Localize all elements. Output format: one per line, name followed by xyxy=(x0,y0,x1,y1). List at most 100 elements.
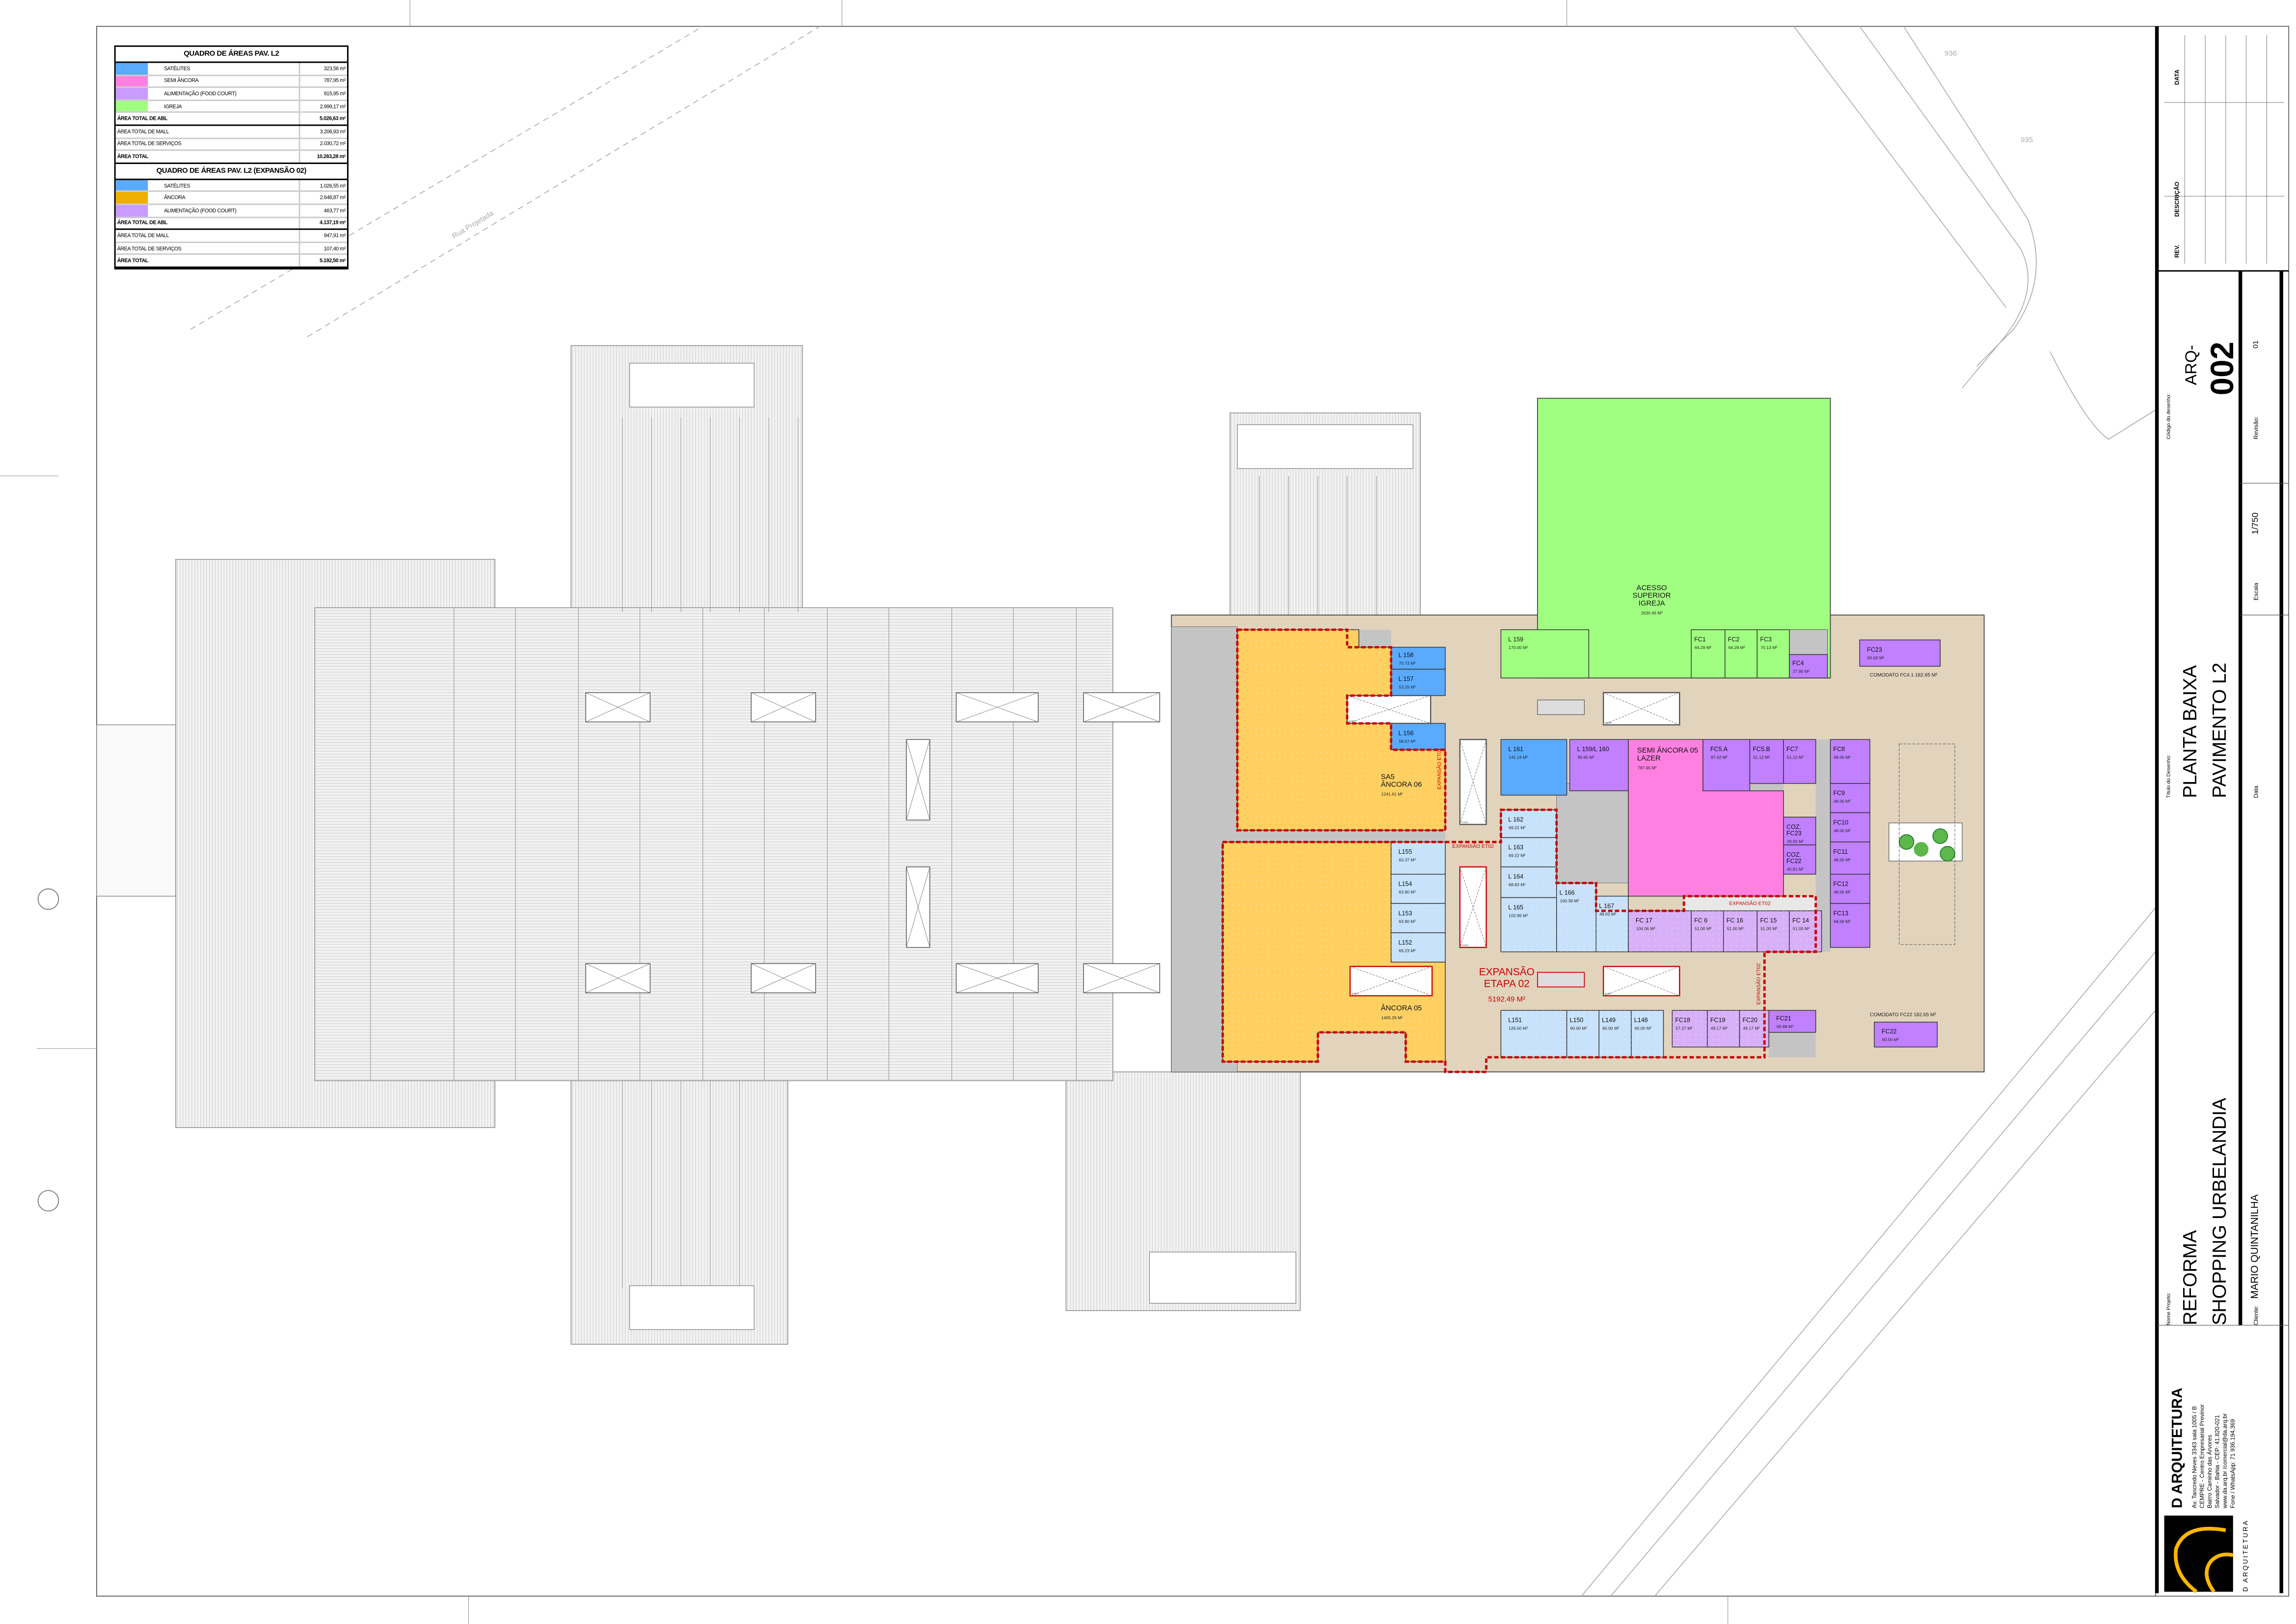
floor-dots xyxy=(1391,933,1446,962)
store-area: 60.00 M² xyxy=(1867,655,1884,660)
firm-logo xyxy=(2164,1516,2234,1594)
project-label: Nome Projeto: xyxy=(2166,1293,2172,1326)
store-name: ÂNCORA 05 xyxy=(1381,1004,1422,1012)
store-area: 48.00 M² xyxy=(1834,858,1850,863)
store-unit[interactable]: FC5.A97.42 M² xyxy=(1702,739,1751,791)
store-area: 97.42 M² xyxy=(1711,755,1728,760)
store-name: L151 xyxy=(1508,1017,1522,1024)
floor-dots xyxy=(1628,911,1692,952)
store-area: 48.00 M² xyxy=(1834,828,1850,833)
store-name: FC 6 xyxy=(1694,917,1707,924)
store-area: 68.00 M² xyxy=(1834,919,1850,924)
store-unit[interactable]: L148 60.00 M² xyxy=(1631,1010,1664,1058)
stair-core xyxy=(1789,629,1828,655)
floor-dots xyxy=(1723,911,1757,952)
contour-label: 935 xyxy=(2021,136,2033,144)
store-name: FC 17 xyxy=(1636,917,1652,924)
legend-title: QUADRO DE ÁREAS PAV. L2 xyxy=(115,47,347,63)
store-area: 60.00 M² xyxy=(1882,1037,1899,1042)
project-name: REFORMA xyxy=(2180,1230,2201,1325)
store-area: 170.00 M² xyxy=(1509,645,1528,650)
store-area: 60.00 M² xyxy=(1635,1026,1651,1031)
drawing-code-label: Código do desenho: xyxy=(2166,394,2172,439)
store-shape xyxy=(1830,739,1870,784)
legend-label: IGREJA xyxy=(162,100,299,113)
store-area: 2630.46 M² xyxy=(1641,610,1663,615)
expansion-tag: EXPANSÃO ET02 xyxy=(1453,843,1494,849)
store-shape xyxy=(1830,812,1870,842)
store-area: 60.00 M² xyxy=(1602,1026,1619,1031)
store-unit[interactable]: FC5.B51.12 M² xyxy=(1749,739,1784,784)
floor-dots xyxy=(1391,874,1446,904)
legend-total-value: 10.263,28 m² xyxy=(298,149,347,164)
store-unit[interactable]: FC 651.00 M² xyxy=(1691,910,1724,952)
store-area: 69.23 M² xyxy=(1399,948,1415,953)
store-name: L 165 xyxy=(1508,904,1523,911)
date-label: Data xyxy=(2252,785,2259,798)
address-line: Av. Tancredo Neves 3343 sala 1005 / B xyxy=(2191,1406,2198,1508)
floor-dots xyxy=(1556,883,1596,952)
store-name: L148 xyxy=(1634,1017,1648,1024)
store-name: L 159/L 160 xyxy=(1577,746,1609,753)
scale-label: Escala xyxy=(2252,583,2259,600)
store-shape xyxy=(1830,873,1870,904)
store-name: SUPERIOR xyxy=(1633,592,1671,600)
store-name: FC22 xyxy=(1786,858,1802,865)
legend-swatch xyxy=(115,87,148,101)
legend-total-label: ÁREA TOTAL DE SERVIÇOS xyxy=(115,137,299,151)
legend-total-label: ÁREA TOTAL DE MALL xyxy=(115,229,299,243)
store-shape xyxy=(1390,723,1446,750)
legend-label: ALIMENTAÇÃO (FOOD COURT) xyxy=(162,204,299,217)
revision-label: Revisão: xyxy=(2252,416,2259,439)
store-shape xyxy=(1830,903,1870,948)
floor-dots xyxy=(1501,810,1557,838)
store-name: FC1 xyxy=(1694,636,1706,643)
